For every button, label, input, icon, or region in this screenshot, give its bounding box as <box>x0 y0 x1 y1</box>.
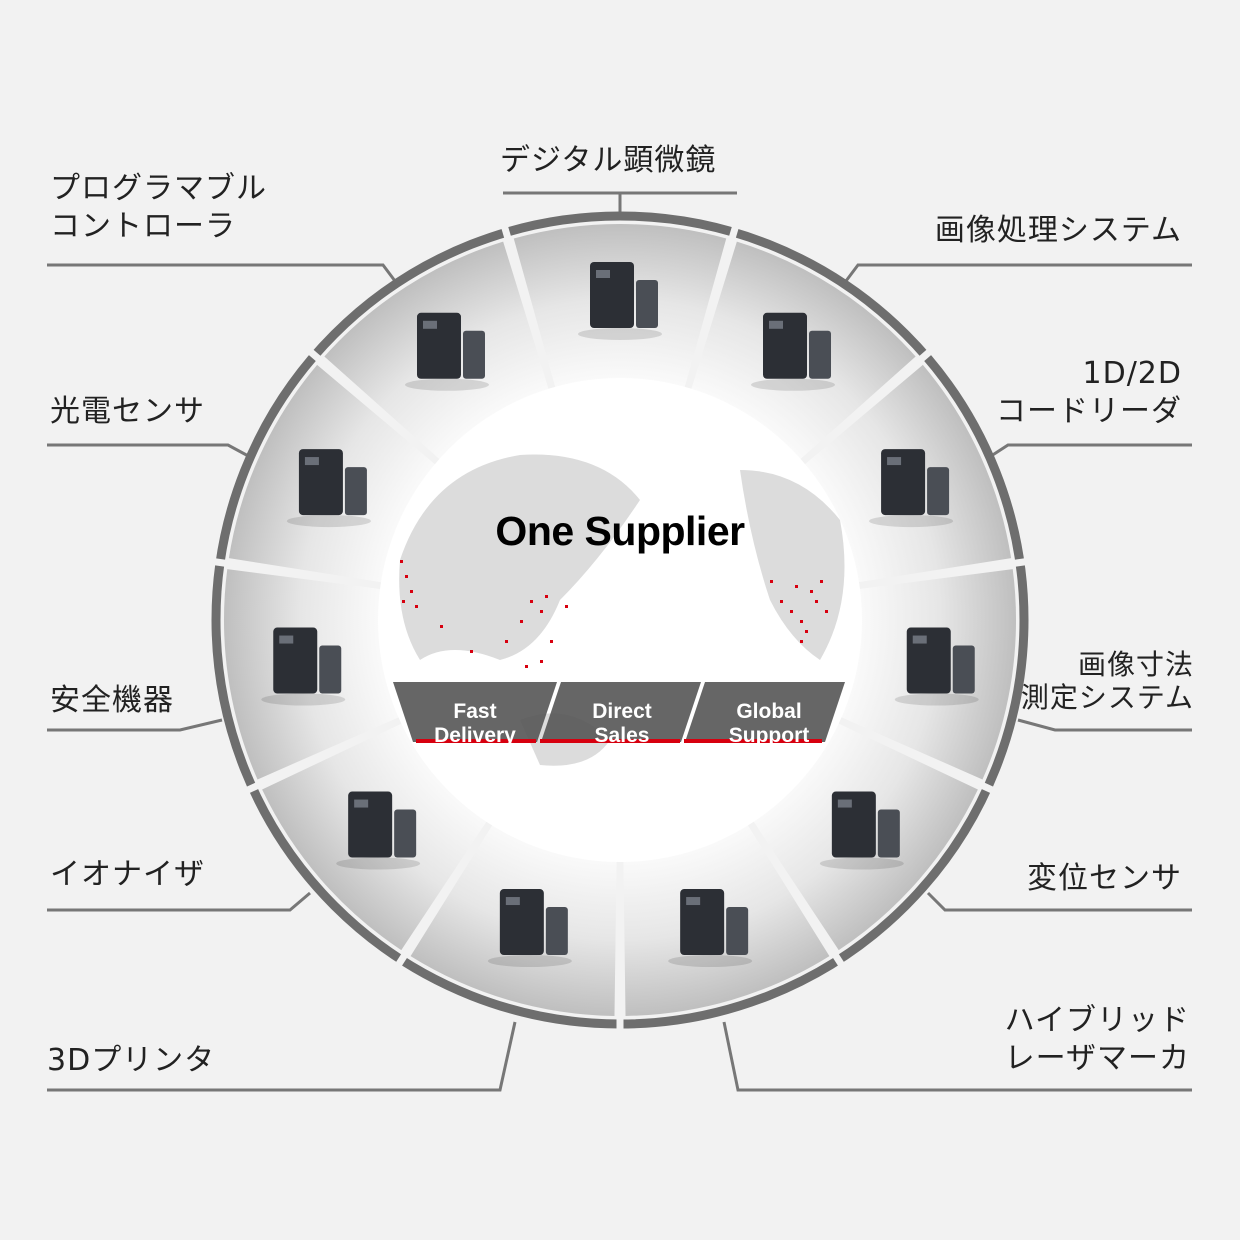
displacement-sensor-icon <box>819 791 904 870</box>
segment-divider <box>394 820 494 969</box>
label-laser-marker[interactable]: ハイブリッドレーザマーカ <box>1004 1003 1190 1076</box>
segment-divider <box>684 223 740 391</box>
location-dot <box>820 580 823 583</box>
location-dot <box>530 600 533 603</box>
location-dot <box>550 640 553 643</box>
leader-lines <box>47 191 1192 1092</box>
location-dot <box>400 560 403 563</box>
segment-divider <box>857 557 1029 590</box>
location-dot <box>800 620 803 623</box>
location-dot <box>520 620 523 623</box>
location-dot <box>540 660 543 663</box>
location-dot <box>440 625 443 628</box>
location-dot <box>790 610 793 613</box>
location-dot <box>470 650 473 653</box>
segment-divider <box>243 716 404 795</box>
segment-divider <box>500 223 556 391</box>
location-dot <box>545 595 548 598</box>
3d-printer-icon <box>487 889 572 968</box>
location-dot <box>415 605 418 608</box>
label-3d-printer[interactable]: 3Dプリンタ <box>47 1043 216 1078</box>
ionizer-icon <box>336 791 421 870</box>
label-plc[interactable]: プログラマブルコントローラ <box>50 171 267 244</box>
label-digital-microscope[interactable]: デジタル顕微鏡 <box>500 143 717 178</box>
location-dot <box>795 585 798 588</box>
location-dot <box>565 605 568 608</box>
location-dot <box>505 640 508 643</box>
label-photoelectric-sensor[interactable]: 光電センサ <box>50 394 205 429</box>
code-reader-icon <box>869 449 954 528</box>
segment-divider <box>836 716 997 795</box>
location-dot <box>405 575 408 578</box>
label-displacement-sensor[interactable]: 変位センサ <box>1027 861 1182 896</box>
laser-marker-icon <box>668 889 753 968</box>
segment-divider <box>211 557 383 590</box>
label-dimension-measurement[interactable]: 画像寸法測定システム <box>1020 648 1194 714</box>
digital-microscope-icon <box>578 262 662 340</box>
location-dot <box>410 590 413 593</box>
location-dot <box>800 640 803 643</box>
photoelectric-sensor-icon <box>286 449 371 528</box>
label-vision-system[interactable]: 画像処理システム <box>934 213 1182 248</box>
segment-divider <box>746 820 846 969</box>
label-safety[interactable]: 安全機器 <box>50 683 174 718</box>
center-title: One Supplier <box>495 508 745 554</box>
location-dot <box>770 580 773 583</box>
location-dot <box>825 610 828 613</box>
location-dot <box>780 600 783 603</box>
segment-divider <box>306 347 441 466</box>
location-dots <box>400 560 828 668</box>
segment-divider <box>799 347 934 466</box>
vision-system-icon <box>751 312 836 391</box>
location-dot <box>810 590 813 593</box>
location-dot <box>540 610 543 613</box>
location-dot <box>402 600 405 603</box>
label-ionizer[interactable]: イオナイザ <box>50 857 205 892</box>
image-dimension-measurement-icon <box>894 627 979 706</box>
location-dot <box>805 630 808 633</box>
safety-light-curtain-icon <box>261 627 346 706</box>
plc-icon <box>404 312 489 391</box>
pillar-banner <box>393 682 845 743</box>
location-dot <box>815 600 818 603</box>
location-dot <box>525 665 528 668</box>
